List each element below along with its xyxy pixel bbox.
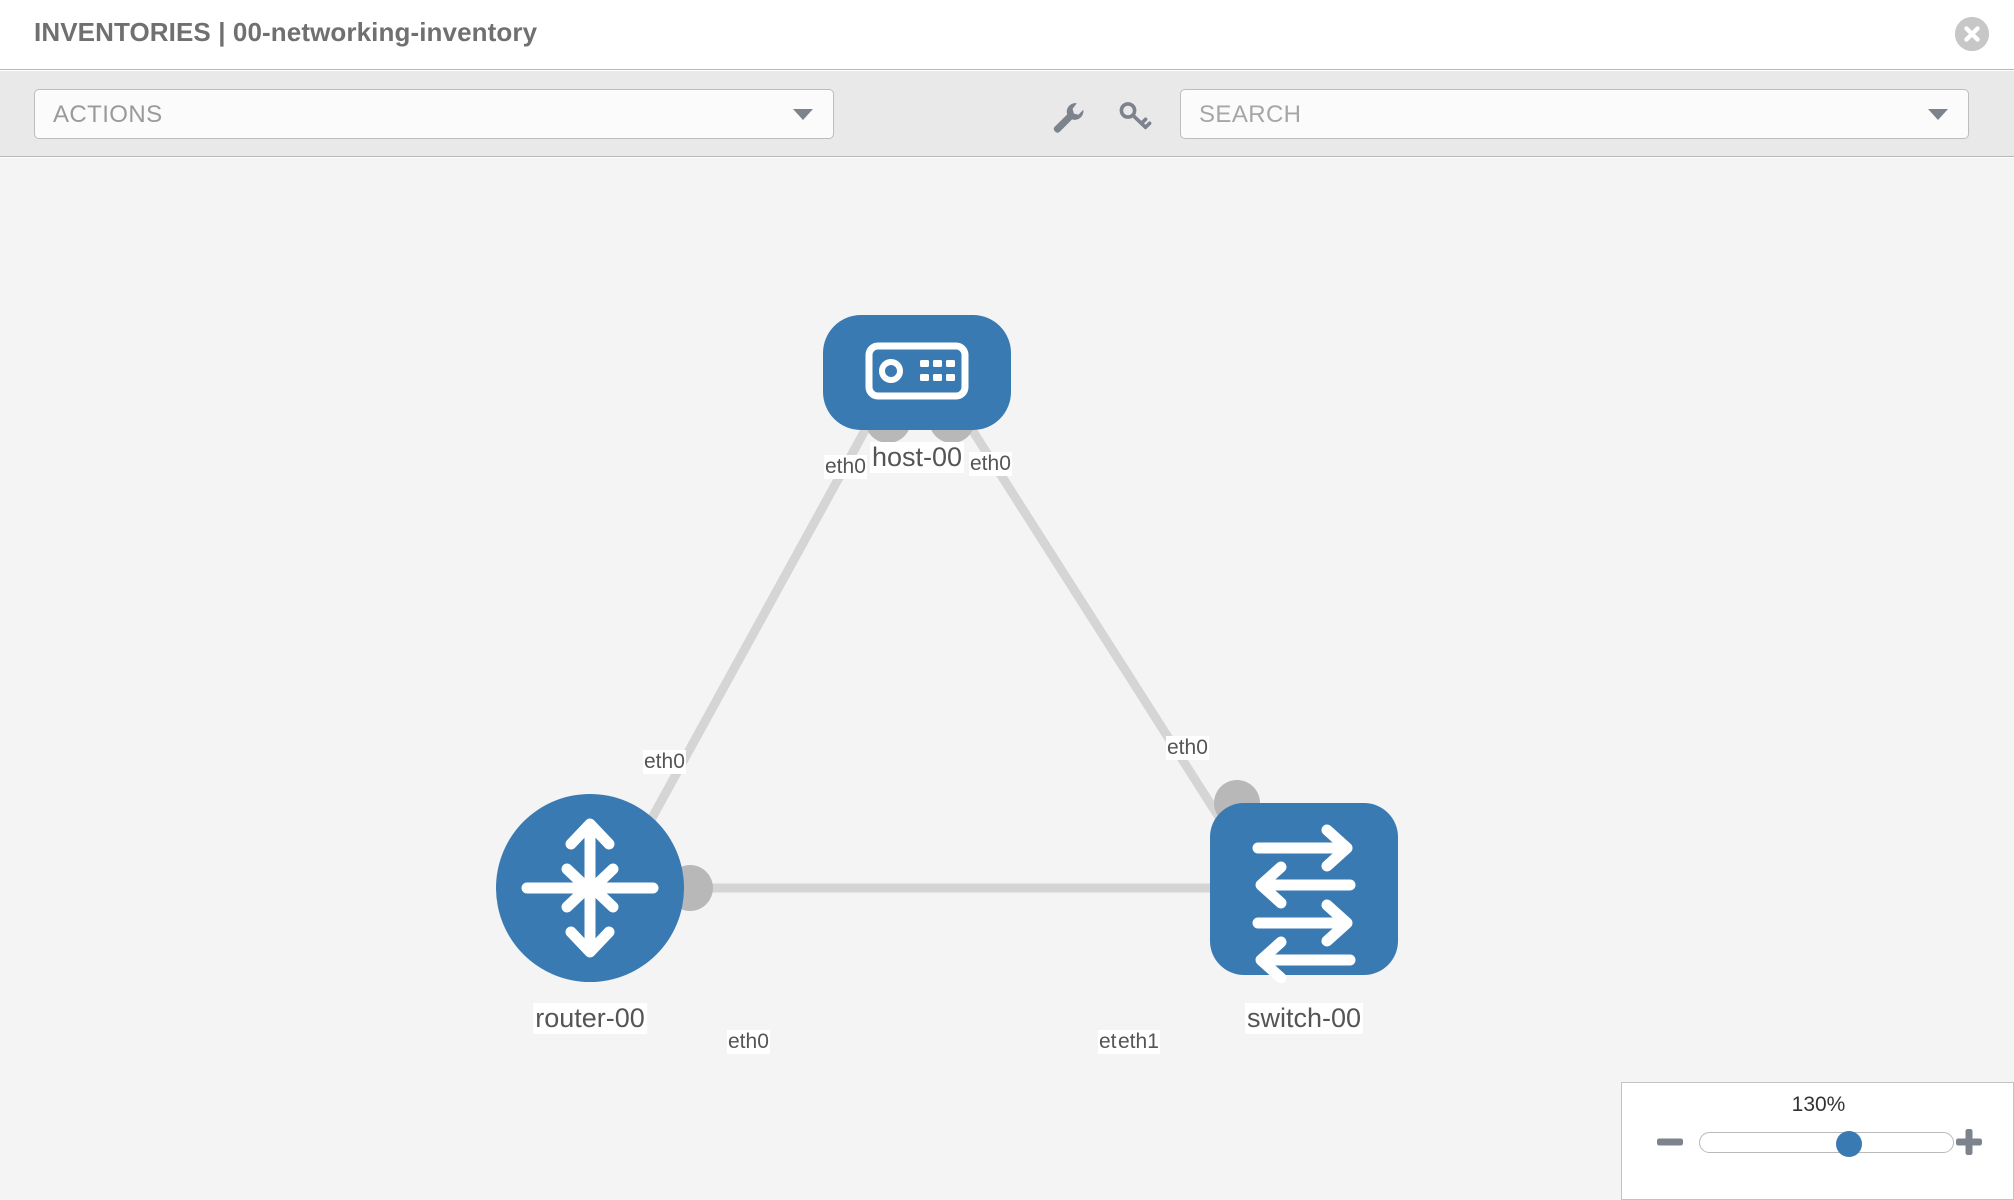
topology-graph [496,315,1398,984]
search-placeholder: SEARCH [1199,101,1302,128]
router-arrows-icon [521,818,659,958]
iface-label-host-left: eth0 [824,455,867,479]
key-icon[interactable] [1114,96,1154,136]
link-host-switch [951,400,1249,861]
window-header: INVENTORIES | 00-networking-inventory [0,0,2014,70]
page-title: INVENTORIES | 00-networking-inventory [34,17,538,47]
chevron-down-icon [793,109,813,120]
node-host-shape [823,315,1011,430]
node-router-00 [496,794,684,982]
iface-label-host-right: eth0 [969,452,1012,476]
link-layer [626,400,1249,893]
zoom-control-panel: 130% [1621,1082,2014,1200]
iface-label-router-up: eth0 [643,750,686,774]
search-input[interactable]: SEARCH [1180,89,1969,139]
zoom-slider-thumb[interactable] [1836,1131,1863,1157]
actions-dropdown-label: ACTIONS [53,101,163,128]
node-label-host-00[interactable]: host-00 [869,442,965,473]
port-layer [667,397,1260,911]
node-label-router-00[interactable]: router-00 [533,1003,647,1034]
wrench-icon[interactable] [1046,96,1086,136]
chevron-down-icon[interactable] [1928,109,1948,120]
node-host-00 [823,315,1011,430]
iface-label-switch-up: eth0 [1166,736,1209,760]
zoom-level-value: 130% [1791,1093,1846,1116]
toolbar: ACTIONS SEARCH [0,71,2014,157]
zoom-slider-track[interactable] [1699,1132,1954,1153]
topology-canvas[interactable]: host-00 router-00 switch-00 eth0 eth0 et… [0,158,2014,1200]
switch-arrows-icon [1252,824,1356,984]
zoom-in-button[interactable] [1952,1125,1986,1159]
node-switch-00 [1210,803,1398,984]
server-icon [865,342,969,400]
zoom-out-button[interactable] [1653,1125,1687,1159]
iface-label-switch-left: eth1 [1117,1030,1160,1054]
close-icon[interactable] [1955,17,1989,51]
actions-dropdown[interactable]: ACTIONS [34,89,834,139]
node-label-switch-00[interactable]: switch-00 [1244,1003,1364,1034]
iface-label-router-right: eth0 [727,1030,770,1054]
